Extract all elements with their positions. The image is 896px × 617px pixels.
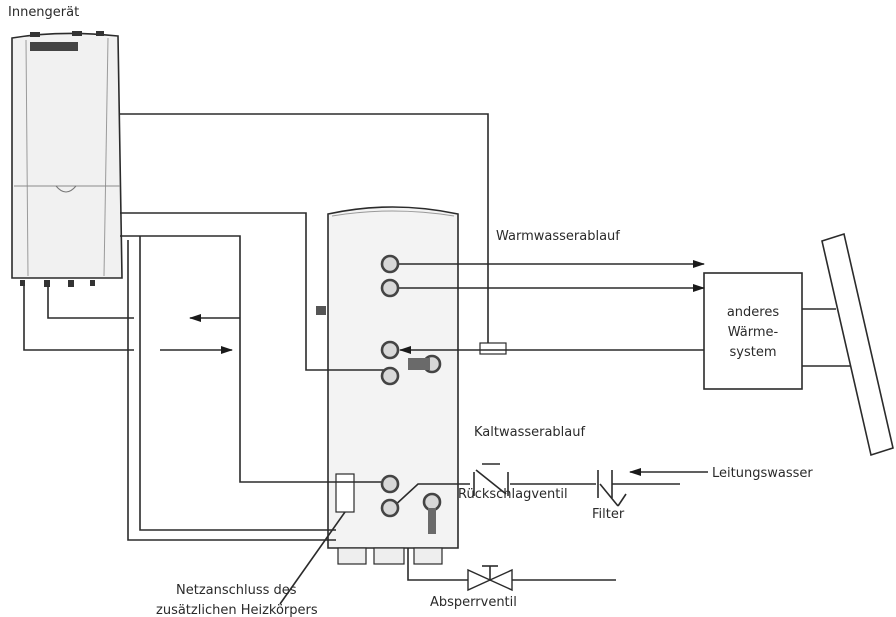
other-system-label-3: system [730, 345, 777, 360]
pipework [23, 113, 708, 605]
check-valve-symbol [473, 463, 509, 496]
power-connection-label-2: zusätzlichen Heizkörpers [156, 603, 318, 617]
brand-logo [30, 42, 78, 51]
indoor-unit [11, 31, 123, 287]
heater-junction-box [335, 473, 355, 513]
solar-panel [802, 232, 894, 457]
power-connection-label-1: Netzanschluss des [176, 583, 297, 598]
filter-label: Filter [592, 507, 625, 522]
other-heat-system-box [703, 272, 803, 390]
mains-water-label: Leitungswasser [712, 466, 813, 481]
tank-connectors [380, 254, 442, 534]
other-system-label-2: Wärme- [728, 325, 779, 340]
filter-symbol [597, 470, 627, 507]
check-valve-label: Rückschlagventil [458, 487, 568, 502]
indoor-unit-label: Innengerät [8, 5, 79, 20]
other-system-label-1: anderes [727, 305, 780, 320]
hot-water-outlet-label: Warmwasserablauf [496, 229, 620, 244]
cold-water-outlet-label: Kaltwasserablauf [474, 425, 585, 440]
shutoff-valve-label: Absperrventil [430, 595, 517, 610]
shutoff-valve-symbol [467, 565, 513, 592]
